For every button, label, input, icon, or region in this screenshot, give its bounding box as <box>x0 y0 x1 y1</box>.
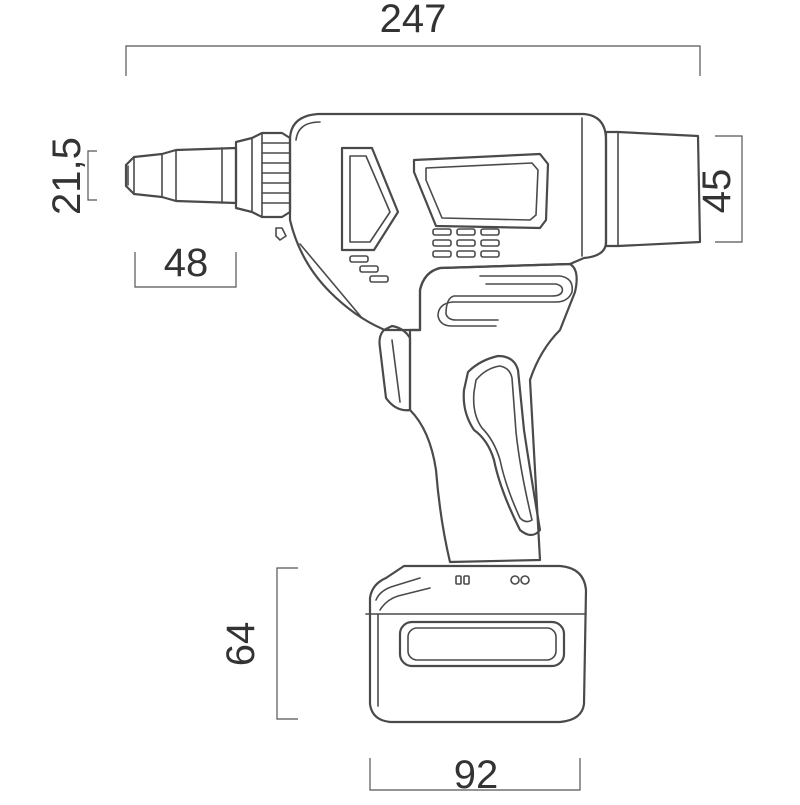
vent <box>432 228 452 236</box>
trigger-body <box>378 324 412 412</box>
dim-line-rear-diameter <box>715 135 743 243</box>
label-overall-length: 247 <box>380 0 447 41</box>
rear-cylinder-body <box>604 130 702 248</box>
battery-pack <box>365 564 588 724</box>
knurled-collar <box>234 131 292 241</box>
side-vent-slot <box>349 255 369 263</box>
vent-grid <box>432 228 500 258</box>
vent <box>480 239 500 247</box>
side-vent-slot <box>369 275 389 283</box>
collar-body <box>234 131 292 219</box>
handle-s-groove-outer <box>437 275 574 327</box>
vent <box>456 250 476 258</box>
grip-inlay-inner <box>472 365 533 523</box>
rear-cylinder <box>604 130 702 248</box>
trigger <box>378 324 412 412</box>
handle-s-groove-inner <box>445 283 564 321</box>
battery-shoulder-line-2 <box>379 587 431 611</box>
handle <box>408 262 578 564</box>
main-housing <box>288 112 608 332</box>
grip-inlay-outer <box>462 354 542 537</box>
display-panel-inner <box>425 162 539 221</box>
label-battery-height: 64 <box>219 622 263 667</box>
dimension-battery-width: 92 <box>369 753 581 797</box>
label-battery-width: 92 <box>454 753 499 797</box>
dimension-battery-height: 64 <box>219 567 298 720</box>
nose-tip <box>124 146 238 205</box>
housing-front-contour <box>295 121 321 141</box>
battery-slot <box>455 575 462 585</box>
vent <box>432 250 452 258</box>
dimension-overall-length: 247 <box>125 0 701 76</box>
vent <box>456 239 476 247</box>
battery-led <box>520 575 530 585</box>
label-nose-diameter: 21,5 <box>45 137 89 215</box>
battery-release-button-inner <box>407 627 557 661</box>
vent <box>480 228 500 236</box>
housing-body <box>288 112 608 332</box>
dim-line-battery-height <box>276 567 298 720</box>
vent <box>432 239 452 247</box>
side-vent-slots <box>349 255 389 283</box>
display-panel-outer <box>412 152 550 230</box>
dim-line-battery-width <box>369 758 581 791</box>
trigger-contour <box>391 339 401 403</box>
side-window-inner <box>349 155 391 243</box>
side-window-outer <box>340 146 400 252</box>
dim-line-nose-diameter <box>87 150 97 201</box>
handle-body <box>408 262 578 564</box>
dim-line-overall-length <box>125 45 701 76</box>
dimension-nose-diameter: 21,5 <box>45 137 97 215</box>
battery-led <box>510 575 520 585</box>
collar-latch <box>275 227 287 241</box>
battery-shoulder-line-1 <box>375 577 421 601</box>
label-rear-diameter: 45 <box>695 169 739 214</box>
battery-body <box>368 564 588 724</box>
battery-release-button <box>398 620 566 668</box>
vent <box>480 250 500 258</box>
housing-lower-seam <box>299 243 363 319</box>
dimension-rear-diameter: 45 <box>695 135 743 243</box>
side-vent-slot <box>359 265 379 273</box>
dimension-nose-length: 48 <box>134 241 237 288</box>
dim-line-nose-length <box>134 252 237 288</box>
nose-piece <box>124 146 238 205</box>
label-nose-length: 48 <box>164 241 209 285</box>
battery-slot <box>463 575 470 585</box>
vent <box>456 228 476 236</box>
